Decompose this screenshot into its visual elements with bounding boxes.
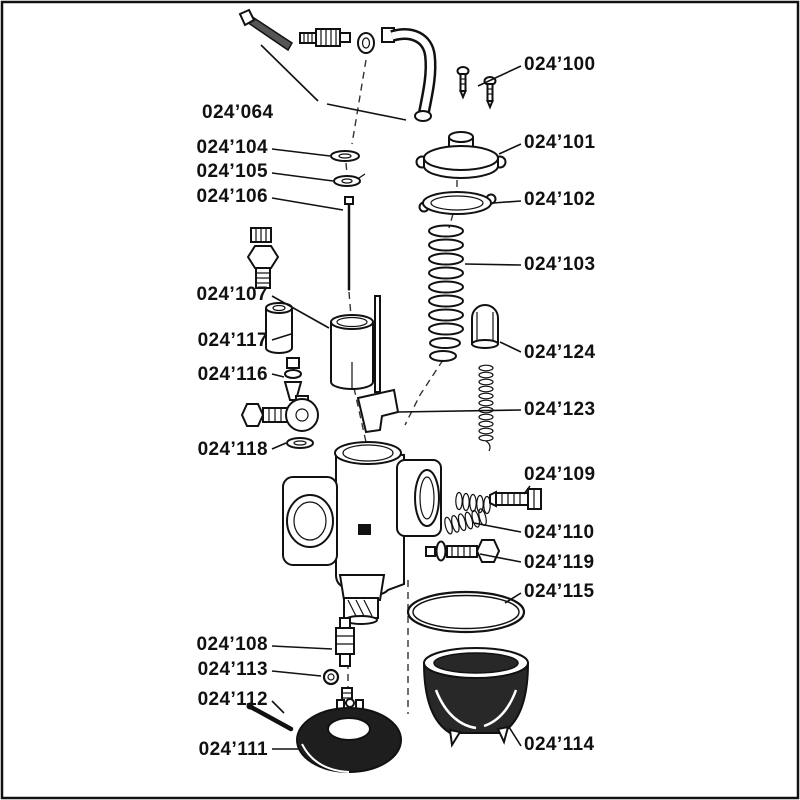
part-label-024-114: 024’114: [524, 734, 595, 755]
leader-024-124: [499, 341, 522, 353]
main-jet: [335, 617, 355, 667]
leader-024-123: [398, 409, 522, 413]
part-label-024-106: 024’106: [196, 186, 268, 207]
needle-valve-parts: [283, 357, 303, 401]
part-label-024-112: 024’112: [197, 689, 268, 710]
part-label-024-110: 024’110: [524, 522, 595, 543]
float-pivot-pin: [246, 702, 294, 732]
part-label-024-108: 024’108: [196, 634, 268, 655]
jet-needle: [344, 196, 354, 291]
leader-024-064-b: [260, 44, 319, 102]
banjo-bolt: [240, 395, 319, 432]
part-label-024-102: 024’102: [524, 189, 596, 210]
leader-024-107: [271, 295, 330, 329]
part-label-024-118: 024’118: [197, 439, 268, 460]
float: [296, 698, 402, 773]
bowl-o-ring: [406, 590, 526, 634]
carburetor-top-cover: [415, 131, 507, 179]
air-screw: [425, 539, 501, 563]
part-label-024-104: 024’104: [196, 137, 268, 158]
part-label-024-105: 024’105: [196, 161, 268, 182]
leader-024-116: [271, 373, 285, 378]
choke-plunger-cap: [471, 304, 499, 349]
leader-024-105: [271, 172, 334, 182]
cover-screws: [456, 66, 497, 110]
part-label-024-111: 024’111: [198, 739, 268, 760]
leader-024-109: [523, 485, 531, 495]
part-label-024-113: 024’113: [197, 659, 268, 680]
leader-024-110: [473, 522, 522, 533]
part-label-024-101: 024’101: [524, 132, 596, 153]
leader-024-106: [271, 197, 344, 211]
carburetor-body: [282, 441, 442, 625]
leader-024-104: [271, 148, 331, 157]
leader-024-103: [464, 263, 522, 266]
part-label-024-064: 024’064: [202, 102, 274, 123]
throttle-slide: [330, 314, 374, 390]
part-label-024-123: 024’123: [524, 399, 596, 420]
leader-024-114: [508, 726, 522, 747]
part-label-024-115: 024’115: [524, 581, 595, 602]
cover-gasket: [418, 191, 497, 215]
part-label-024-103: 024’103: [524, 254, 596, 275]
part-label-024-117: 024’117: [197, 330, 268, 351]
leader-024-112: [271, 700, 285, 714]
part-label-024-109: 024’109: [524, 464, 596, 485]
float-bowl: [422, 647, 530, 748]
mixture-needle: [238, 8, 294, 52]
banjo-washer: [286, 437, 314, 449]
needle-washers: [330, 150, 366, 187]
leader-024-119: [479, 553, 522, 563]
part-label-024-116: 024’116: [197, 364, 268, 385]
leader-024-108: [271, 645, 333, 650]
part-label-024-124: 024’124: [524, 342, 596, 363]
jet-o-ring: [322, 668, 340, 686]
fuel-line-elbow-assembly: [299, 27, 437, 122]
leader-024-113: [271, 670, 322, 677]
leader-024-115: [504, 592, 522, 604]
part-label-024-100: 024’100: [524, 54, 596, 75]
leader-024-101: [498, 143, 522, 155]
part-label-024-119: 024’119: [524, 552, 595, 573]
inlet-fitting-assembly: [246, 227, 280, 289]
leader-024-064-a: [326, 103, 407, 121]
choke-spring: [478, 364, 494, 452]
leader-lines: [260, 44, 531, 750]
leader-024-117: [271, 333, 292, 341]
leader-024-118: [271, 442, 287, 450]
air-screw-spring: [444, 508, 487, 535]
leader-024-102: [492, 200, 522, 204]
leader-024-100: [477, 65, 522, 87]
idle-screw: [455, 488, 542, 515]
throttle-stop-plate: [356, 295, 400, 434]
throttle-return-spring: [428, 224, 464, 362]
inlet-bushing: [265, 302, 293, 354]
part-label-024-107: 024’107: [196, 284, 268, 305]
